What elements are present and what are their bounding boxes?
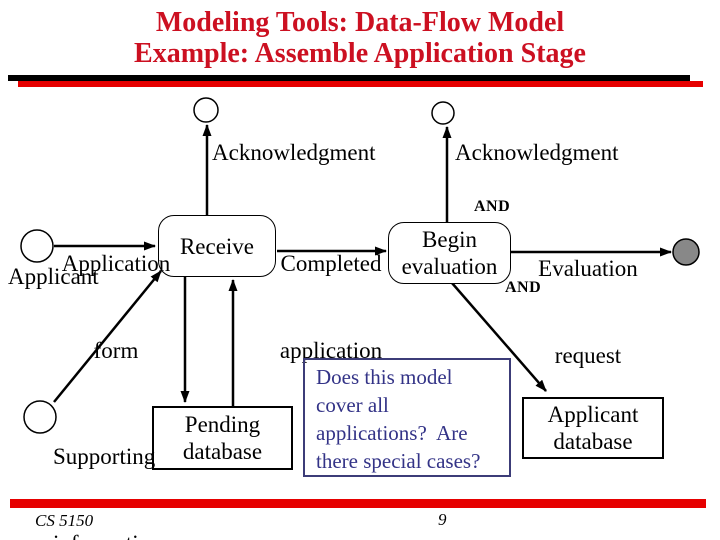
note-line3: applications? Are	[316, 421, 468, 445]
footer-course: CS 5150	[35, 511, 94, 530]
label-and-bottom: AND	[505, 279, 542, 296]
note-line2: cover all	[316, 393, 389, 417]
store-applicant-database-label-line2: database	[553, 429, 633, 454]
label-supporting-information: Supporting information	[53, 444, 162, 540]
process-begin-evaluation-label-line1: Begin	[422, 227, 477, 252]
footer-rule-red	[10, 499, 706, 508]
store-pending-database: Pending database	[152, 406, 293, 470]
label-acknowledgment-left: Acknowledgment	[212, 140, 376, 165]
label-evaluation-request: Evaluation request	[538, 256, 638, 368]
process-receive: Receive	[158, 215, 276, 277]
store-pending-database-label-line2: database	[182, 439, 263, 464]
store-pending-database-label-line1: Pending	[184, 412, 261, 437]
supporting-information-source-circle	[23, 400, 57, 434]
slide-title-line1: Modeling Tools: Data-Flow Model	[155, 7, 565, 38]
note-model-question: Does this model cover all applications? …	[303, 358, 511, 477]
flow-supporting-information-arrow	[53, 270, 162, 403]
slide-title-line2: Example: Assemble Application Stage	[134, 38, 586, 69]
evaluation-request-sink-circle	[672, 238, 700, 266]
label-and-top: AND	[474, 198, 511, 215]
applicant-source-circle	[20, 229, 54, 263]
label-acknowledgment-right: Acknowledgment	[455, 140, 619, 165]
process-begin-evaluation-label-line2: evaluation	[401, 254, 498, 279]
acknowledgment-sink-right-circle	[431, 101, 455, 125]
store-applicant-database: Applicant database	[522, 397, 664, 459]
label-application-form: Application form	[61, 251, 171, 363]
label-applicant: Applicant	[8, 264, 99, 289]
title-rule-red	[18, 81, 703, 87]
note-line1: Does this model	[316, 365, 453, 389]
flow-to-applicant-database-arrow	[451, 282, 547, 392]
note-line4: there special cases?	[316, 449, 481, 473]
title-rule-black	[8, 75, 690, 81]
store-applicant-database-label-line1: Applicant	[547, 402, 639, 427]
label-completed-application: Completed application	[279, 251, 383, 363]
slide-title: Modeling Tools: Data-Flow Model Example:…	[0, 7, 720, 69]
footer-page-number: 9	[438, 510, 447, 529]
process-receive-label: Receive	[179, 233, 255, 259]
process-begin-evaluation: Begin evaluation	[388, 222, 511, 284]
acknowledgment-sink-left-circle	[193, 97, 219, 123]
